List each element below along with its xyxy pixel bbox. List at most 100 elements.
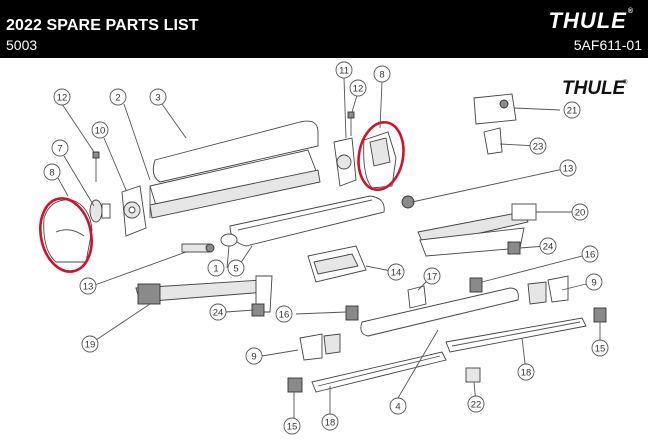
svg-text:3: 3 — [155, 93, 160, 104]
callout-5: 5 — [227, 259, 245, 277]
part-11-bracket — [333, 137, 357, 187]
callout-8-right: 8 — [373, 65, 391, 83]
part-18-rail-left — [311, 351, 447, 393]
callout-16-center: 16 — [275, 305, 293, 323]
callout-4: 4 — [389, 397, 407, 415]
svg-text:24: 24 — [543, 242, 554, 253]
callout-19: 19 — [81, 335, 99, 353]
product-number: 5003 — [6, 37, 38, 53]
svg-text:13: 13 — [83, 282, 94, 293]
svg-text:14: 14 — [391, 268, 402, 279]
part-2-profile — [149, 149, 321, 219]
highlight-ring-right — [357, 120, 405, 192]
part-23-bracket — [483, 127, 503, 155]
callout-13-left: 13 — [79, 277, 97, 295]
svg-text:18: 18 — [521, 368, 532, 379]
callout-22: 22 — [467, 395, 485, 413]
callout-13-right: 13 — [559, 159, 577, 177]
callout-18-left: 18 — [321, 413, 339, 431]
svg-text:9: 9 — [251, 352, 256, 363]
callout-9-right: 9 — [585, 273, 603, 291]
part-22-block — [465, 367, 481, 383]
part-7-hub — [89, 199, 111, 223]
svg-text:22: 22 — [471, 400, 482, 411]
callout-7: 7 — [51, 139, 69, 157]
callout-16-right: 16 — [581, 245, 599, 263]
callout-17: 17 — [423, 267, 441, 285]
callout-9-left: 9 — [245, 347, 263, 365]
part-9-cap-right — [527, 275, 569, 305]
part-20-arm-right — [417, 203, 537, 257]
svg-text:23: 23 — [533, 142, 544, 153]
svg-text:10: 10 — [95, 126, 106, 137]
callout-12-left: 12 — [53, 88, 71, 106]
exploded-parts-diagram: THULE ® — [39, 61, 628, 435]
svg-text:18: 18 — [325, 418, 336, 429]
svg-text:7: 7 — [57, 144, 62, 155]
part-15-block-right — [593, 307, 607, 323]
thule-logo-diagram: THULE ® — [562, 78, 628, 99]
callout-21: 21 — [563, 101, 581, 119]
callout-15-left: 15 — [283, 417, 301, 435]
part-8-endcover-left — [43, 199, 93, 263]
svg-text:16: 16 — [585, 250, 596, 261]
callout-18-right: 18 — [517, 363, 535, 381]
callout-20: 20 — [571, 203, 589, 221]
part-13-knob-left — [181, 243, 215, 253]
part-24-piece-right — [507, 241, 521, 255]
part-19-arm-left — [135, 275, 273, 313]
callout-15-right: 15 — [591, 339, 609, 357]
part-4-front-profile — [360, 287, 519, 337]
part-10-endcap — [121, 185, 147, 237]
part-17-clip — [407, 285, 427, 309]
svg-text:12: 12 — [57, 93, 68, 104]
document-code: 5AF611-01 — [573, 37, 642, 53]
header-bar: 2022 SPARE PARTS LIST 5003 5AF611-01 THU… — [0, 0, 648, 58]
svg-text:®: ® — [623, 79, 628, 86]
callout-2: 2 — [109, 88, 127, 106]
svg-text:19: 19 — [85, 340, 96, 351]
highlight-ring-left — [39, 197, 93, 273]
part-12-screw-right — [347, 111, 355, 136]
svg-text:15: 15 — [287, 422, 298, 433]
svg-text:4: 4 — [395, 402, 400, 413]
svg-text:16: 16 — [279, 310, 290, 321]
svg-text:2: 2 — [115, 93, 120, 104]
callout-12-right: 12 — [349, 79, 367, 97]
part-5-fabric — [229, 195, 385, 247]
svg-text:8: 8 — [49, 168, 54, 179]
svg-text:21: 21 — [567, 106, 578, 117]
part-12-screw-left — [92, 151, 100, 182]
callout-24-left: 24 — [209, 303, 227, 321]
svg-text:11: 11 — [339, 66, 349, 77]
svg-text:20: 20 — [575, 208, 586, 219]
part-15-block-left — [287, 377, 303, 393]
callout-8-left: 8 — [43, 163, 61, 181]
callout-10: 10 — [91, 121, 109, 139]
svg-text:8: 8 — [379, 70, 384, 81]
leader-lines — [57, 77, 601, 422]
svg-text:15: 15 — [595, 344, 606, 355]
part-3-cover — [152, 120, 319, 183]
svg-text:THULE: THULE — [562, 78, 627, 99]
part-21-kit — [473, 93, 517, 125]
document-title: 2022 SPARE PARTS LIST — [6, 17, 199, 34]
callout-14: 14 — [387, 263, 405, 281]
callout-24-right: 24 — [539, 237, 557, 255]
part-1-roller — [220, 233, 238, 247]
part-9-cap-left — [299, 333, 341, 361]
callout-3: 3 — [149, 88, 167, 106]
part-18-rail-right — [445, 317, 587, 353]
svg-text:1: 1 — [213, 264, 218, 275]
svg-text:5: 5 — [233, 264, 238, 275]
callout-11: 11 — [335, 61, 353, 79]
part-16-block-center — [345, 305, 359, 321]
part-14-bracket — [307, 245, 367, 283]
callout-1: 1 — [207, 259, 225, 277]
svg-text:13: 13 — [563, 164, 574, 175]
callout-23: 23 — [529, 137, 547, 155]
part-16-block-right — [469, 277, 483, 293]
thule-logo-header: THULE® — [548, 8, 634, 33]
svg-text:24: 24 — [213, 308, 224, 319]
svg-text:12: 12 — [353, 84, 364, 95]
